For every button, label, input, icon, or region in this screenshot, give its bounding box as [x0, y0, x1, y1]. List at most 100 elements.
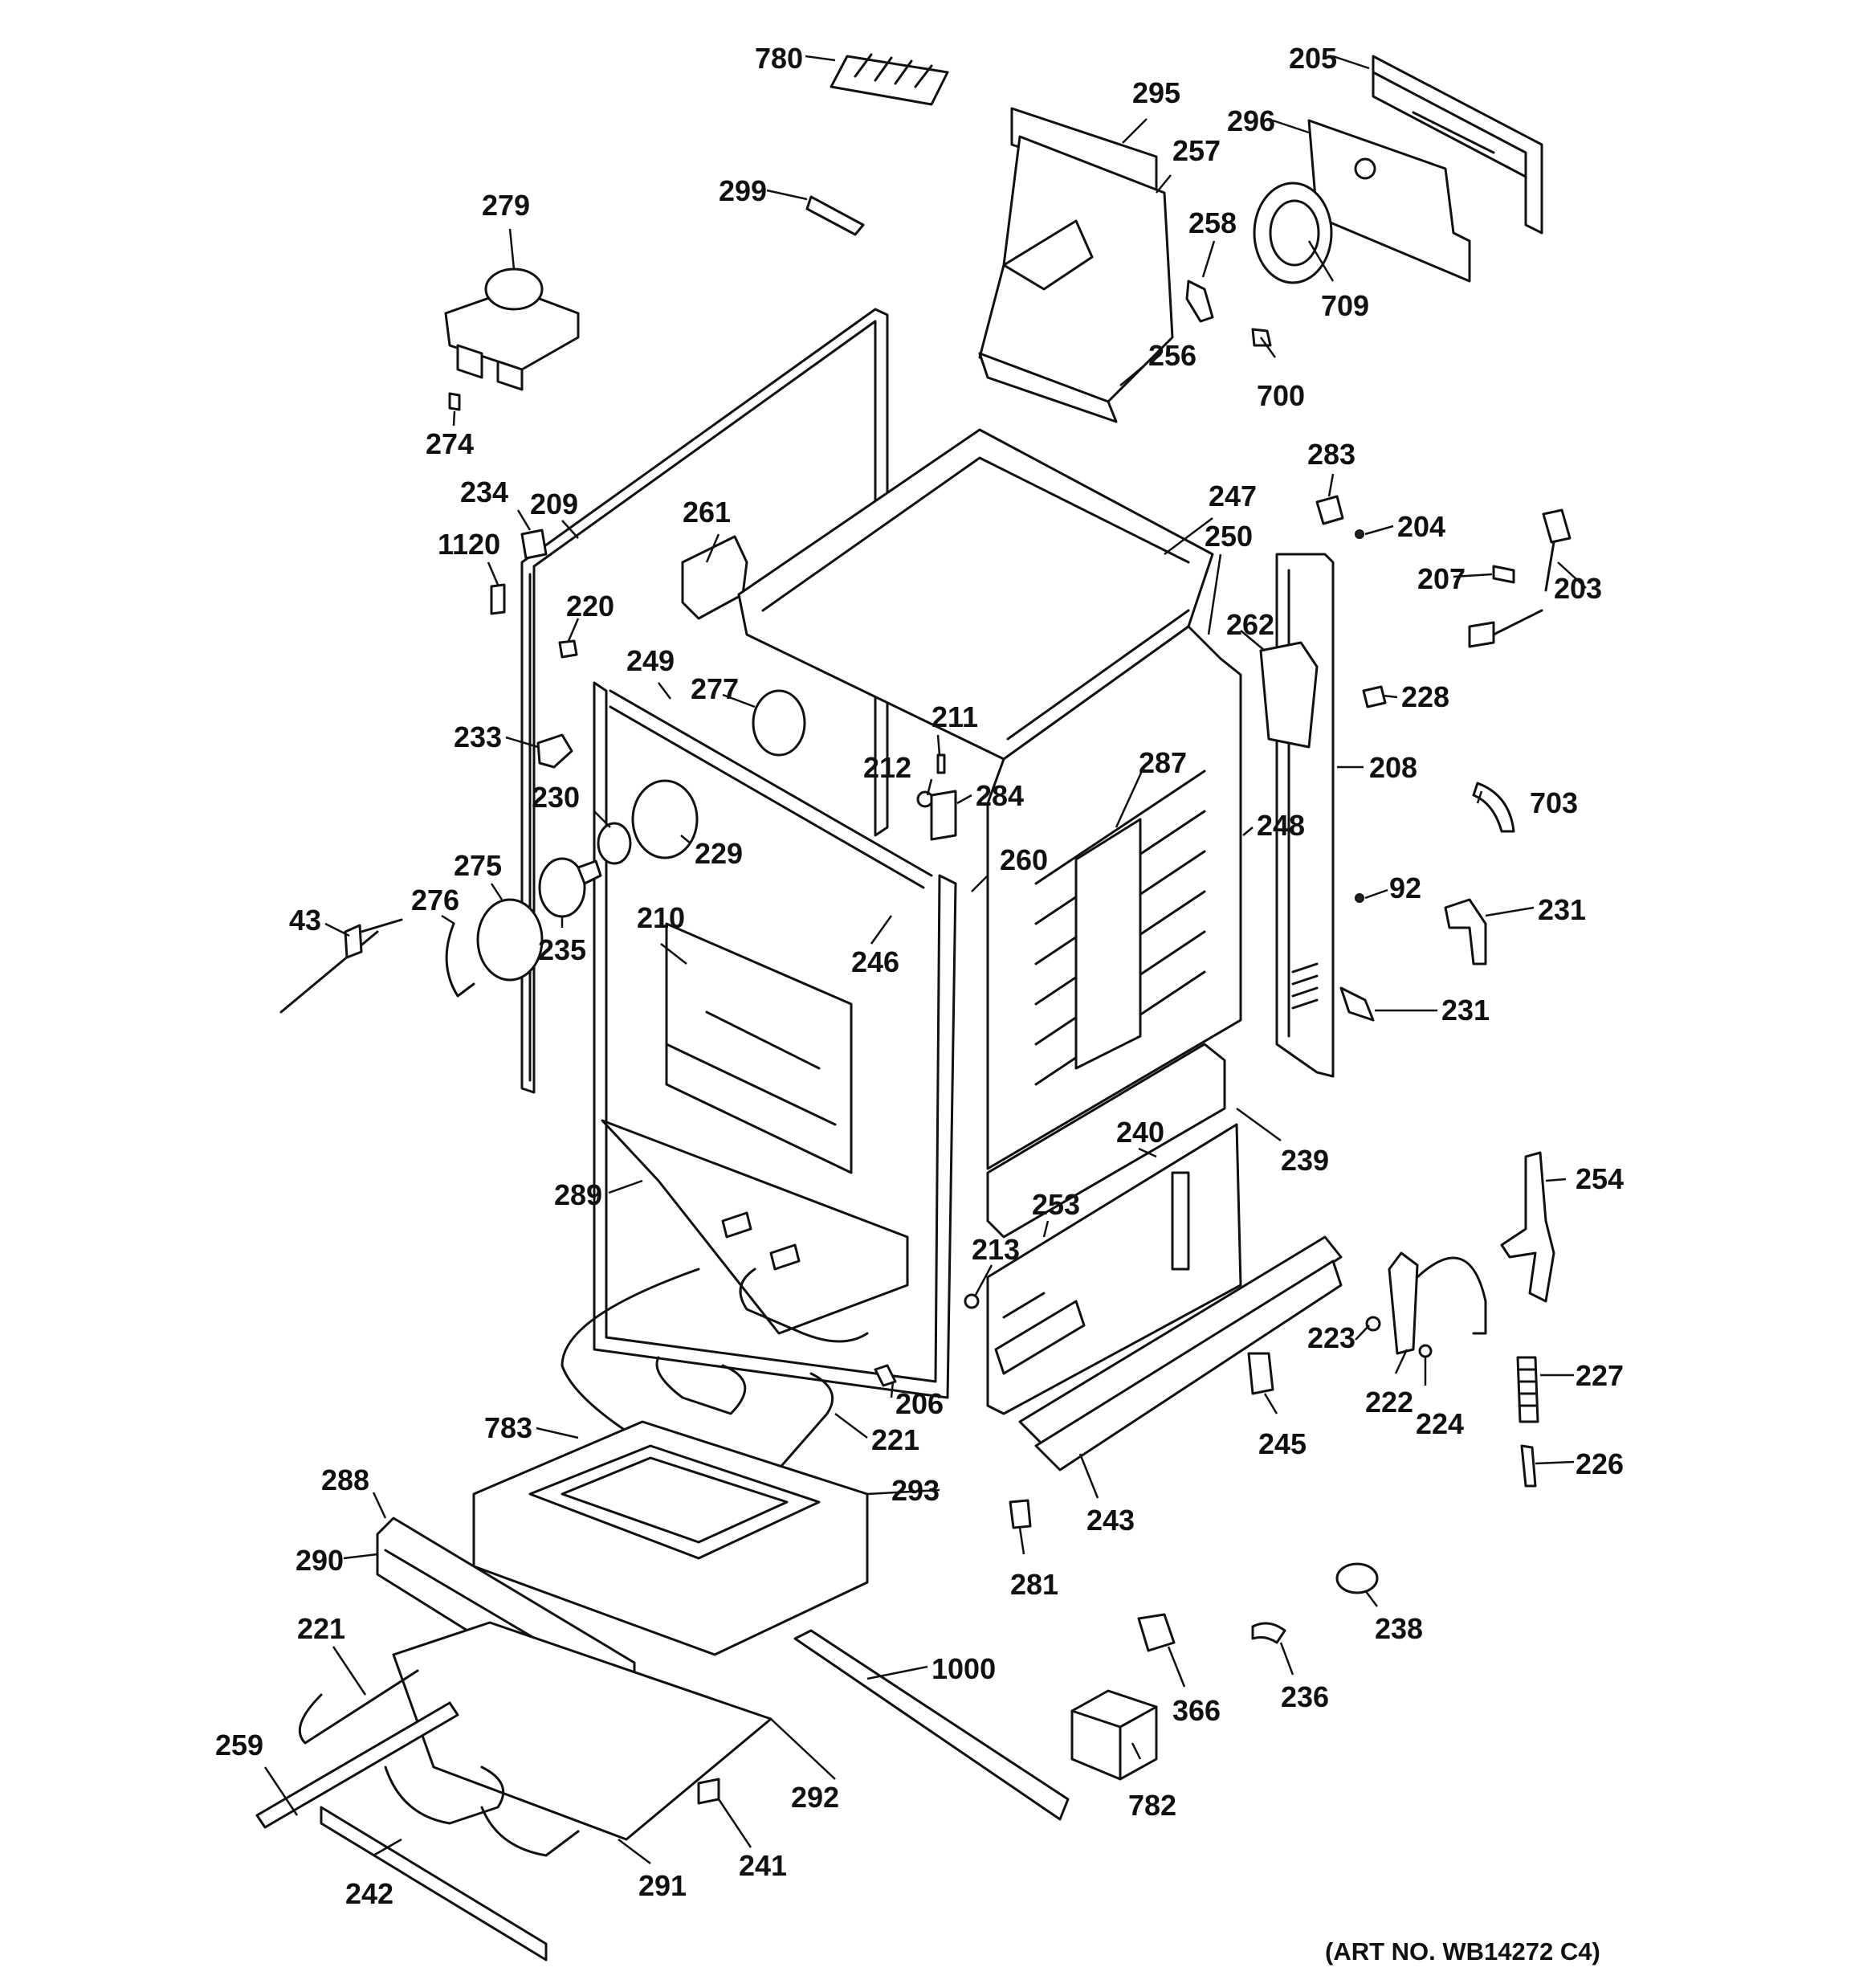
label-256: 256	[1148, 339, 1196, 372]
part-261-drawing	[681, 535, 748, 620]
label-780: 780	[755, 42, 803, 75]
part-242-drawing	[320, 1806, 548, 1961]
label-253: 253	[1032, 1188, 1080, 1221]
label-212: 212	[863, 751, 911, 784]
label-229: 229	[695, 837, 743, 870]
part-279-drawing	[444, 267, 580, 391]
label-243: 243	[1086, 1504, 1135, 1537]
label-205: 205	[1289, 42, 1337, 75]
part-211-212-284-drawing	[916, 753, 957, 841]
part-235-drawing	[538, 857, 602, 918]
label-290: 290	[296, 1544, 344, 1577]
label-284: 284	[976, 779, 1024, 812]
part-275-drawing	[476, 898, 544, 982]
label-228: 228	[1401, 680, 1449, 713]
part-295-257-256-drawing	[978, 107, 1174, 423]
part-43-drawing	[279, 918, 403, 1014]
label-249: 249	[626, 644, 675, 677]
label-221b: 221	[297, 1612, 345, 1645]
label-223: 223	[1307, 1321, 1355, 1354]
label-299: 299	[719, 174, 767, 207]
part-281-drawing	[1009, 1499, 1032, 1529]
label-703: 703	[1530, 786, 1578, 819]
part-labels: 780 295 205 296 257 299 258 709 279 256 …	[215, 42, 1624, 1910]
part-296-drawing	[1307, 119, 1471, 283]
label-204: 204	[1397, 510, 1445, 543]
label-1000: 1000	[932, 1652, 996, 1685]
label-231a: 231	[1538, 893, 1586, 926]
part-283-drawing	[1315, 495, 1344, 525]
label-224: 224	[1416, 1407, 1464, 1440]
label-221a: 221	[871, 1423, 919, 1456]
part-226-drawing	[1520, 1444, 1537, 1488]
label-207: 207	[1417, 562, 1466, 595]
part-274-drawing	[448, 392, 461, 411]
label-293: 293	[891, 1474, 940, 1507]
part-366-drawing	[1137, 1613, 1176, 1652]
label-213: 213	[972, 1233, 1020, 1266]
part-233-drawing	[536, 733, 573, 769]
label-254: 254	[1576, 1162, 1624, 1195]
part-203-drawing	[1468, 508, 1572, 648]
label-230: 230	[532, 781, 580, 814]
label-241: 241	[739, 1849, 787, 1882]
label-246: 246	[851, 945, 899, 978]
part-780-drawing	[830, 53, 949, 106]
label-279: 279	[482, 189, 530, 222]
label-260: 260	[1000, 843, 1048, 876]
label-258: 258	[1188, 206, 1237, 239]
part-234-1120-220-drawing	[490, 529, 578, 659]
label-206: 206	[895, 1387, 944, 1420]
label-234: 234	[460, 476, 508, 508]
part-228-drawing	[1362, 685, 1387, 708]
label-242: 242	[345, 1877, 393, 1910]
label-92: 92	[1389, 872, 1421, 904]
label-288: 288	[321, 1463, 369, 1496]
label-226: 226	[1576, 1447, 1624, 1480]
label-275: 275	[454, 849, 502, 882]
label-211: 211	[932, 700, 978, 733]
part-703-drawing	[1472, 782, 1515, 833]
part-299-drawing	[805, 195, 865, 236]
label-247: 247	[1209, 480, 1257, 512]
part-782-drawing	[1070, 1689, 1158, 1781]
label-236: 236	[1281, 1680, 1329, 1713]
part-709-drawing	[1253, 182, 1333, 284]
part-231a-drawing	[1444, 898, 1487, 965]
label-262: 262	[1226, 608, 1274, 641]
label-209: 209	[530, 488, 578, 520]
part-205-drawing	[1372, 55, 1543, 235]
part-204-drawing	[1355, 529, 1364, 539]
part-224-drawing	[1418, 1344, 1433, 1358]
label-287: 287	[1139, 746, 1187, 779]
label-235: 235	[538, 933, 586, 966]
label-1120: 1120	[438, 528, 500, 561]
label-259: 259	[215, 1729, 263, 1761]
part-238-drawing	[1335, 1562, 1379, 1594]
label-782: 782	[1128, 1789, 1176, 1822]
part-276-drawing	[445, 922, 475, 998]
label-277: 277	[691, 672, 739, 705]
part-207-drawing	[1492, 565, 1515, 584]
part-206-drawing	[874, 1364, 897, 1387]
label-295: 295	[1132, 76, 1180, 109]
label-239: 239	[1281, 1144, 1329, 1177]
label-203: 203	[1554, 572, 1602, 605]
label-366: 366	[1172, 1694, 1221, 1727]
part-223-drawing	[1365, 1316, 1381, 1332]
label-245: 245	[1258, 1427, 1307, 1460]
part-262-drawing	[1259, 641, 1319, 749]
label-291: 291	[638, 1869, 687, 1902]
part-254-drawing	[1500, 1151, 1555, 1303]
part-292-drawing	[392, 1621, 773, 1841]
label-233: 233	[454, 720, 502, 753]
label-281: 281	[1010, 1568, 1058, 1601]
part-1000-drawing	[793, 1629, 1070, 1821]
leader-lines	[263, 55, 1587, 1864]
label-296: 296	[1227, 104, 1275, 137]
label-210: 210	[637, 901, 685, 934]
label-248: 248	[1257, 809, 1305, 842]
label-43: 43	[289, 904, 321, 937]
part-oven-cavity-drawing	[593, 428, 1242, 1399]
